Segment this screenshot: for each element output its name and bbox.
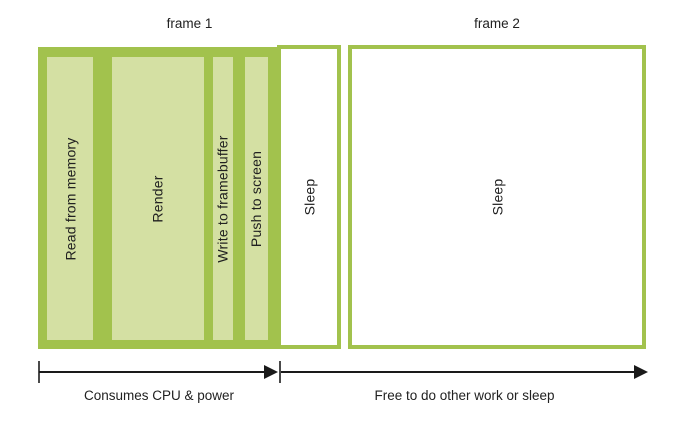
frame1-arrow-head-icon — [264, 365, 278, 379]
timeline-tick-mid — [279, 361, 281, 383]
frame1-sleep-label: Sleep — [301, 178, 317, 216]
stage-read-from-memory: Read from memory — [47, 57, 93, 340]
frame2-arrow-head-icon — [634, 365, 648, 379]
stage-render-label: Render — [150, 174, 166, 223]
stage-push-to-screen: Push to screen — [245, 57, 268, 340]
stage-write-to-framebuffer: Write to framebuffer — [213, 57, 233, 340]
frame1-arrow-line — [39, 371, 267, 373]
frame2-arrow-line — [281, 371, 634, 373]
stage-write-to-framebuffer-label: Write to framebuffer — [215, 134, 232, 263]
frame2-sleep-box: Sleep — [348, 45, 646, 349]
frame1-arrow-caption: Consumes CPU & power — [83, 388, 235, 403]
frame1-sleep-box: Sleep — [277, 45, 341, 349]
frame2-label: frame 2 — [474, 16, 520, 31]
stage-push-to-screen-label: Push to screen — [248, 150, 265, 247]
frame2-sleep-label: Sleep — [489, 178, 505, 216]
frame2-arrow-caption: Free to do other work or sleep — [374, 388, 555, 403]
stage-read-from-memory-label: Read from memory — [62, 136, 79, 261]
stage-render: Render — [112, 57, 204, 340]
frame1-label: frame 1 — [166, 16, 213, 31]
